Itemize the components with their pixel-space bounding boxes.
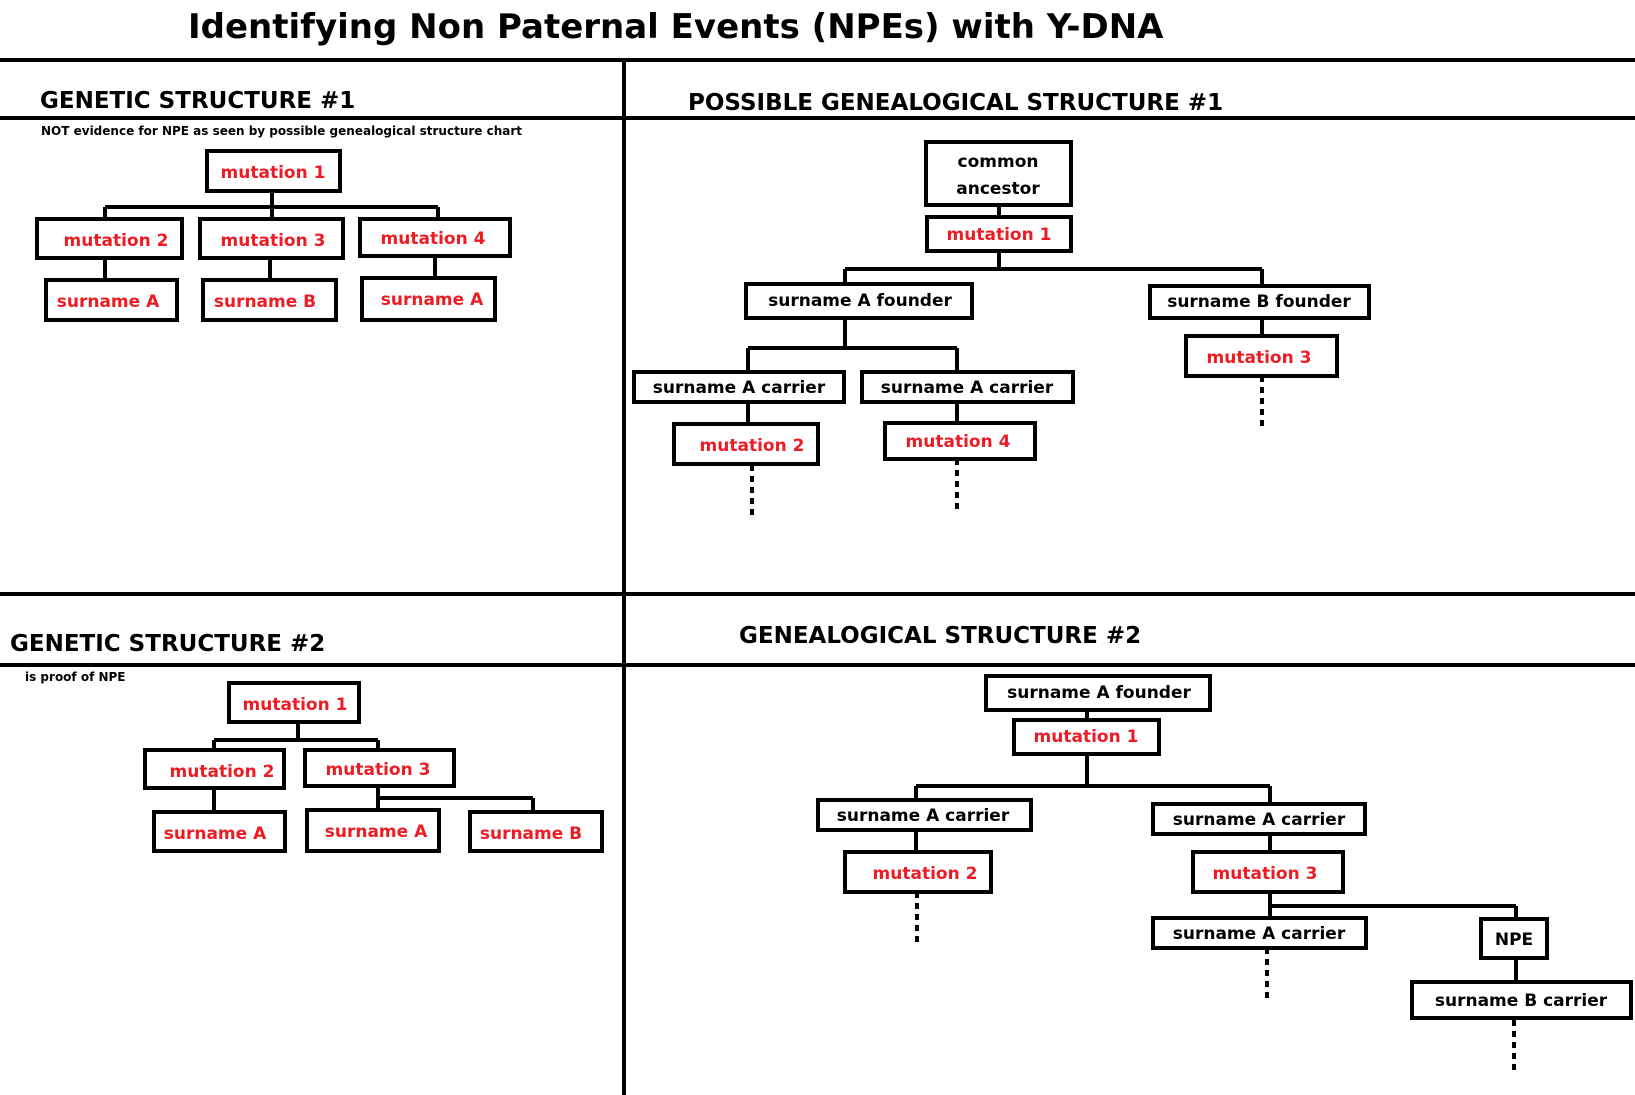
- g1-node-mutation-2: mutation 2: [672, 422, 820, 466]
- gs1-node-mutation-1: mutation 1: [205, 149, 342, 193]
- g2-surname-a-founder-label: surname A founder: [1007, 683, 1191, 703]
- g1-common-ancestor-line2: ancestor: [956, 179, 1040, 199]
- g2-mutation-2-label: mutation 2: [873, 864, 978, 884]
- g1-node-common-ancestor: common ancestor: [924, 140, 1073, 207]
- g2-node-npe: NPE: [1479, 917, 1549, 960]
- gs1-mutation-2-label: mutation 2: [64, 231, 169, 251]
- gs2-surname-a-2-label: surname A: [325, 822, 428, 842]
- gs2-mutation-3-label: mutation 3: [326, 760, 431, 780]
- gs2-node-mutation-3: mutation 3: [303, 748, 456, 788]
- genetic-structure-1-panel: GENETIC STRUCTURE #1 NOT evidence for NP…: [35, 88, 522, 322]
- g2-node-surname-a-carrier-2: surname A carrier: [1151, 802, 1367, 836]
- g1-mutation-1-label: mutation 1: [947, 225, 1052, 245]
- gs1-node-surname-a-1: surname A: [44, 278, 179, 322]
- genealogical-structure-2-continuation-lines: [915, 892, 1516, 1074]
- g1-common-ancestor-line1: common: [958, 152, 1039, 172]
- panel-grid: [0, 58, 1635, 1095]
- genetic-structure-1-heading: GENETIC STRUCTURE #1: [40, 88, 355, 114]
- genetic-structure-2-panel: GENETIC STRUCTURE #2 is proof of NPE mut…: [10, 631, 604, 853]
- g2-node-surname-a-founder: surname A founder: [984, 674, 1212, 712]
- genealogical-structure-2-heading: GENEALOGICAL STRUCTURE #2: [739, 623, 1141, 649]
- gs2-node-surname-a-1: surname A: [152, 810, 287, 853]
- gs1-node-surname-a-2: surname A: [360, 276, 497, 322]
- g2-mutation-1-label: mutation 1: [1034, 727, 1139, 747]
- gs1-mutation-3-label: mutation 3: [221, 231, 326, 251]
- genetic-structure-2-note: is proof of NPE: [25, 670, 126, 684]
- g2-node-mutation-2: mutation 2: [843, 850, 993, 894]
- genealogical-structure-1-heading: POSSIBLE GENEALOGICAL STRUCTURE #1: [688, 90, 1223, 116]
- g1-mutation-3-label: mutation 3: [1207, 348, 1312, 368]
- g2-node-surname-a-carrier-1: surname A carrier: [816, 798, 1033, 832]
- g1-surname-a-carrier-1-label: surname A carrier: [653, 378, 826, 398]
- gs1-surname-a-2-label: surname A: [381, 290, 484, 310]
- genetic-structure-1-note: NOT evidence for NPE as seen by possible…: [41, 124, 522, 138]
- gs2-node-mutation-2: mutation 2: [143, 748, 286, 790]
- g1-node-surname-a-founder: surname A founder: [744, 282, 974, 320]
- genetic-structure-2-heading: GENETIC STRUCTURE #2: [10, 631, 325, 657]
- gs2-node-mutation-1: mutation 1: [227, 681, 361, 724]
- g2-surname-b-carrier-label: surname B carrier: [1435, 991, 1608, 1011]
- gs1-node-surname-b: surname B: [201, 278, 338, 322]
- g2-node-mutation-1: mutation 1: [1012, 718, 1161, 756]
- gs2-mutation-2-label: mutation 2: [170, 762, 275, 782]
- g1-node-mutation-4: mutation 4: [883, 421, 1037, 461]
- gs1-surname-b-label: surname B: [214, 292, 316, 312]
- gs1-node-mutation-2: mutation 2: [35, 217, 184, 260]
- g2-node-surname-b-carrier: surname B carrier: [1410, 980, 1633, 1020]
- gs1-mutation-1-label: mutation 1: [221, 163, 326, 183]
- g2-node-mutation-3: mutation 3: [1191, 850, 1345, 894]
- g2-npe-label: NPE: [1495, 930, 1533, 950]
- gs1-surname-a-1-label: surname A: [57, 292, 160, 312]
- g1-node-surname-b-founder: surname B founder: [1148, 284, 1371, 320]
- gs2-surname-b-label: surname B: [480, 824, 582, 844]
- genealogical-structure-1-panel: POSSIBLE GENEALOGICAL STRUCTURE #1 commo…: [632, 90, 1371, 518]
- gs2-node-surname-b: surname B: [468, 810, 604, 853]
- genealogical-structure-2-connectors: [914, 710, 1518, 982]
- gs1-mutation-4-label: mutation 4: [381, 229, 486, 249]
- gs2-surname-a-1-label: surname A: [164, 824, 267, 844]
- g2-mutation-3-label: mutation 3: [1213, 864, 1318, 884]
- g1-mutation-4-label: mutation 4: [906, 432, 1011, 452]
- g2-surname-a-carrier-3-label: surname A carrier: [1173, 924, 1346, 944]
- g2-node-surname-a-carrier-3: surname A carrier: [1151, 916, 1368, 950]
- genealogical-structure-1-connectors: [746, 205, 1264, 424]
- g1-surname-b-founder-label: surname B founder: [1167, 292, 1351, 312]
- gs2-node-surname-a-2: surname A: [305, 808, 441, 853]
- genetic-structure-1-connectors: [103, 191, 440, 280]
- g1-surname-a-founder-label: surname A founder: [768, 291, 952, 311]
- g1-node-mutation-3: mutation 3: [1184, 334, 1339, 378]
- genetic-structure-2-connectors: [212, 722, 535, 812]
- g1-surname-a-carrier-2-label: surname A carrier: [881, 378, 1054, 398]
- g2-surname-a-carrier-1-label: surname A carrier: [837, 806, 1010, 826]
- g1-node-surname-a-carrier-2: surname A carrier: [860, 370, 1075, 404]
- page-title: Identifying Non Paternal Events (NPEs) w…: [188, 7, 1164, 47]
- gs1-node-mutation-3: mutation 3: [198, 217, 345, 260]
- genealogical-structure-1-continuation-lines: [750, 376, 1264, 518]
- gs1-node-mutation-4: mutation 4: [358, 217, 512, 258]
- g1-node-surname-a-carrier-1: surname A carrier: [632, 370, 846, 404]
- genealogical-structure-2-panel: GENEALOGICAL STRUCTURE #2 surname A foun…: [739, 623, 1633, 1074]
- gs2-mutation-1-label: mutation 1: [243, 695, 348, 715]
- g1-node-mutation-1: mutation 1: [925, 215, 1073, 253]
- g2-surname-a-carrier-2-label: surname A carrier: [1173, 810, 1346, 830]
- g1-mutation-2-label: mutation 2: [700, 436, 805, 456]
